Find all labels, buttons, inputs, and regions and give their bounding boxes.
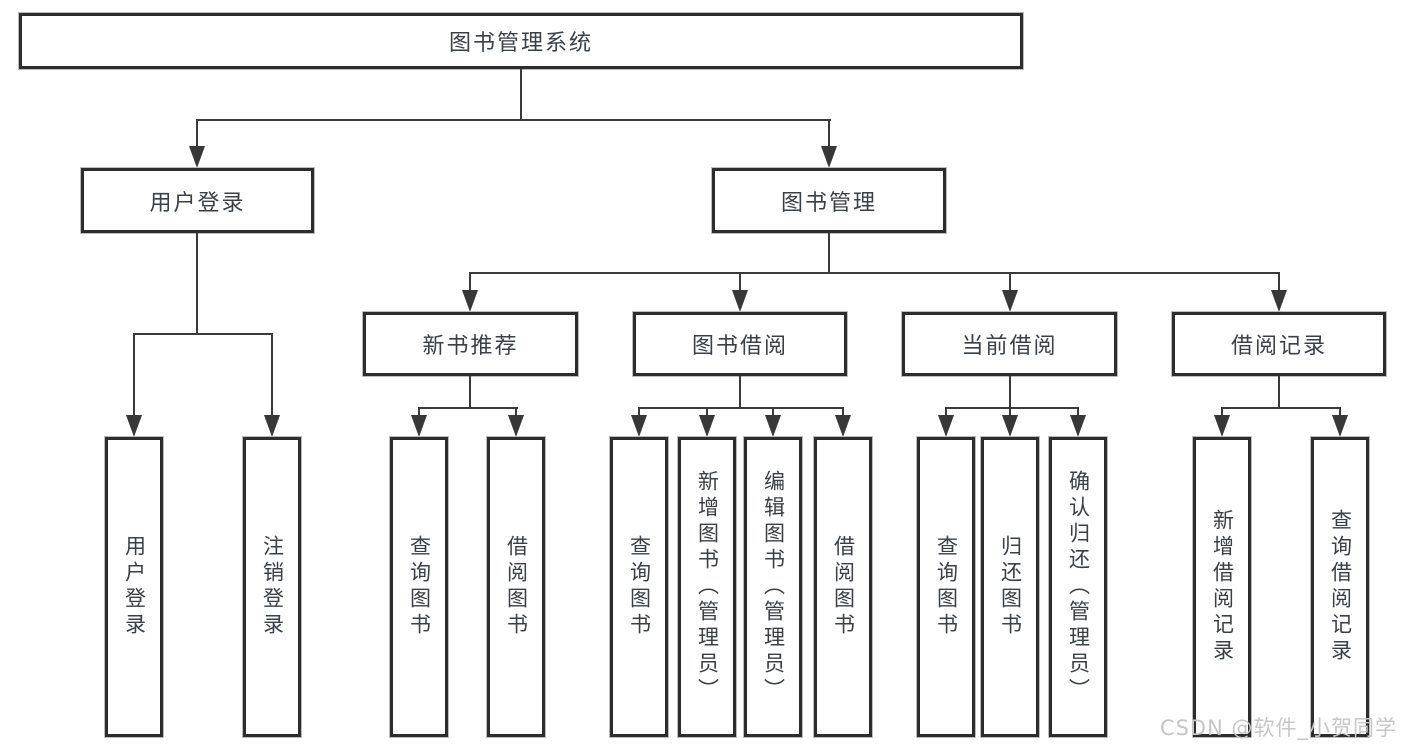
- arrow-down-icon: [462, 290, 478, 312]
- connector-bb-hline: [638, 407, 844, 409]
- connector-nr-stub2: [515, 407, 517, 418]
- node-user-login-label: 用户登录: [149, 190, 246, 216]
- node-leaf-bb-borrow-book-label: 借阅图书: [831, 535, 856, 639]
- connector-br-hline: [1221, 407, 1341, 409]
- node-leaf-br-query-record-label: 查询借阅记录: [1328, 509, 1353, 665]
- node-leaf-cb-confirm-return: 确认归还（管理员）: [1049, 437, 1107, 737]
- connector-userlogin-stub1: [133, 333, 135, 418]
- node-root-label: 图书管理系统: [448, 31, 593, 56]
- connector-cb-stub2: [1009, 407, 1011, 418]
- node-leaf-cb-return-book: 归还图书: [981, 437, 1039, 737]
- connector-bookmgmt-hline: [469, 272, 1280, 274]
- arrow-down-icon: [732, 290, 748, 312]
- node-leaf-bb-edit-book-label: 编辑图书（管理员）: [761, 470, 786, 704]
- node-book-management: 图书管理: [712, 168, 946, 233]
- connector-nr-stub1: [418, 407, 420, 418]
- connector-root-hline: [196, 119, 831, 121]
- connector-nr-vline: [469, 376, 471, 409]
- connector-bb-stub1: [638, 407, 640, 418]
- arrow-down-icon: [1332, 415, 1348, 437]
- arrow-down-icon: [1002, 415, 1018, 437]
- arrow-down-icon: [1271, 290, 1287, 312]
- connector-cb-stub3: [1077, 407, 1079, 418]
- node-leaf-user-login: 用户登录: [105, 437, 163, 737]
- arrow-down-icon: [1214, 415, 1230, 437]
- node-leaf-bb-add-book: 新增图书（管理员）: [678, 437, 736, 737]
- connector-cb-hline: [945, 407, 1079, 409]
- arrow-down-icon: [821, 146, 837, 168]
- arrow-down-icon: [126, 415, 142, 437]
- arrow-down-icon: [631, 415, 647, 437]
- node-leaf-bb-borrow-book: 借阅图书: [814, 437, 872, 737]
- node-leaf-logout-label: 注销登录: [260, 535, 285, 639]
- csdn-watermark: CSDN @软件_小贺同学: [1159, 716, 1397, 740]
- arrow-down-icon: [411, 415, 427, 437]
- connector-userlogin-hline: [133, 333, 273, 335]
- connector-root-stub-right: [828, 119, 830, 149]
- node-leaf-cb-return-book-label: 归还图书: [998, 535, 1023, 639]
- node-leaf-br-add-record-label: 新增借阅记录: [1210, 509, 1235, 665]
- connector-br-vline: [1278, 376, 1280, 409]
- node-book-management-label: 图书管理: [780, 190, 877, 216]
- node-leaf-br-add-record: 新增借阅记录: [1193, 437, 1251, 737]
- node-leaf-bb-query-book-label: 查询图书: [627, 535, 652, 639]
- arrow-down-icon: [189, 146, 205, 168]
- node-book-borrow-label: 图书借阅: [691, 334, 788, 359]
- node-user-login: 用户登录: [81, 168, 314, 233]
- node-leaf-br-query-record: 查询借阅记录: [1311, 437, 1369, 737]
- connector-userlogin-vline: [196, 233, 198, 335]
- node-leaf-bb-query-book: 查询图书: [610, 437, 668, 737]
- node-current-borrow: 当前借阅: [902, 312, 1117, 376]
- node-leaf-nr-query-book-label: 查询图书: [407, 535, 432, 639]
- connector-nr-hline: [418, 407, 518, 409]
- connector-bookmgmt-stub4: [1278, 272, 1280, 292]
- arrow-down-icon: [699, 415, 715, 437]
- node-leaf-bb-add-book-label: 新增图书（管理员）: [695, 470, 720, 704]
- node-leaf-nr-query-book: 查询图书: [390, 437, 448, 737]
- arrow-down-icon: [835, 415, 851, 437]
- arrow-down-icon: [1070, 415, 1086, 437]
- arrow-down-icon: [938, 415, 954, 437]
- node-new-book-recommend: 新书推荐: [363, 312, 578, 376]
- node-leaf-cb-query-book-label: 查询图书: [934, 535, 959, 639]
- arrow-down-icon: [508, 415, 524, 437]
- node-root: 图书管理系统: [19, 13, 1023, 69]
- node-leaf-nr-borrow-book: 借阅图书: [487, 437, 545, 737]
- connector-cb-stub1: [945, 407, 947, 418]
- connector-br-stub2: [1339, 407, 1341, 418]
- connector-bb-stub4: [842, 407, 844, 418]
- node-leaf-nr-borrow-book-label: 借阅图书: [504, 535, 529, 639]
- connector-bookmgmt-vline: [828, 233, 830, 274]
- node-borrow-record-label: 借阅记录: [1230, 334, 1327, 359]
- node-new-book-recommend-label: 新书推荐: [422, 334, 519, 359]
- node-leaf-cb-query-book: 查询图书: [917, 437, 975, 737]
- node-book-borrow: 图书借阅: [633, 312, 847, 376]
- node-leaf-bb-edit-book: 编辑图书（管理员）: [744, 437, 802, 737]
- node-leaf-logout: 注销登录: [243, 437, 301, 737]
- connector-bb-vline: [739, 376, 741, 409]
- connector-bookmgmt-stub1: [469, 272, 471, 292]
- arrow-down-icon: [765, 415, 781, 437]
- connector-root-vline: [520, 69, 522, 120]
- node-current-borrow-label: 当前借阅: [961, 334, 1058, 359]
- arrow-down-icon: [264, 415, 280, 437]
- connector-br-stub1: [1221, 407, 1223, 418]
- connector-bookmgmt-stub2: [739, 272, 741, 292]
- node-leaf-cb-confirm-return-label: 确认归还（管理员）: [1066, 470, 1091, 704]
- connector-bb-stub2: [706, 407, 708, 418]
- connector-root-stub-left: [196, 119, 198, 149]
- node-leaf-user-login-label: 用户登录: [122, 535, 147, 639]
- connector-cb-vline: [1009, 376, 1011, 409]
- arrow-down-icon: [1002, 290, 1018, 312]
- connector-bookmgmt-stub3: [1009, 272, 1011, 292]
- connector-userlogin-stub2: [271, 333, 273, 418]
- connector-bb-stub3: [772, 407, 774, 418]
- node-borrow-record: 借阅记录: [1172, 312, 1386, 376]
